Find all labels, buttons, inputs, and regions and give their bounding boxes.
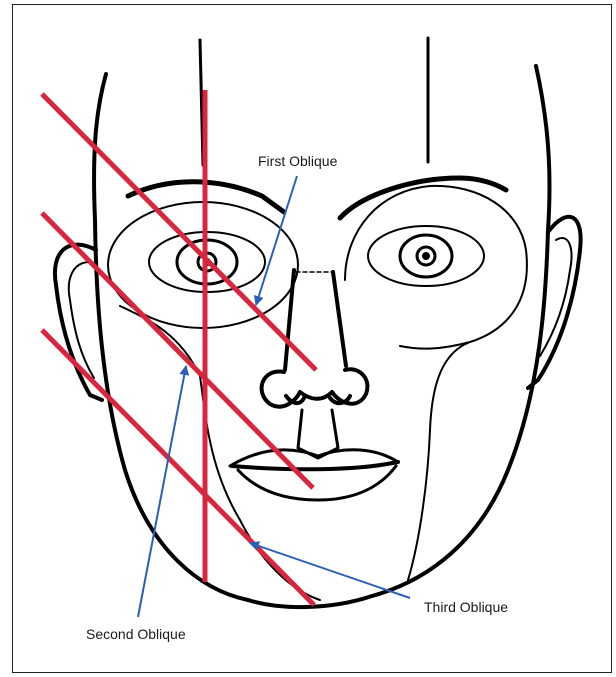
second-oblique-label: Second Oblique xyxy=(86,626,186,642)
right-pupil xyxy=(422,252,430,260)
first-oblique-label: First Oblique xyxy=(258,153,338,169)
third-oblique-label: Third Oblique xyxy=(424,599,508,615)
